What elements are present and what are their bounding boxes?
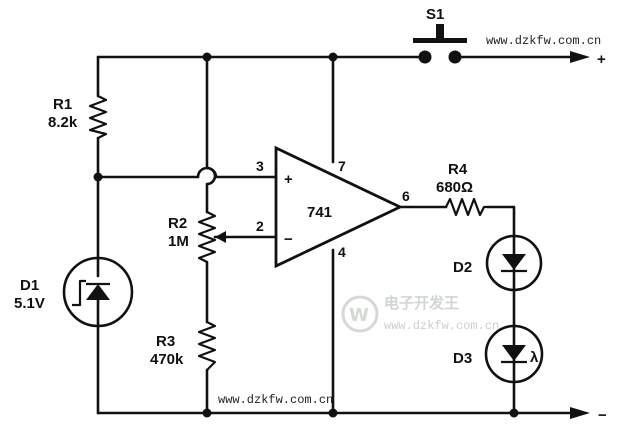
d1-value: 5.1V: [14, 295, 45, 312]
r4-value: 680Ω: [436, 179, 473, 196]
watermark-center-cn: 电子开发王: [384, 294, 459, 312]
led-d3: λ D3: [453, 324, 544, 384]
r1-value: 8.2k: [48, 114, 78, 131]
d1-ref: D1: [20, 277, 39, 294]
opamp-741: 741 + − 3 2 7 4 6: [256, 145, 410, 269]
d3-lambda-symbol: λ: [530, 349, 539, 366]
resistor-r3: R3 470k: [150, 321, 217, 371]
svg-text:−: −: [598, 407, 607, 424]
zener-d1: D1 5.1V: [14, 256, 134, 328]
positive-terminal: +: [570, 51, 606, 68]
r3-value: 470k: [150, 351, 184, 368]
pin-3-label: 3: [256, 158, 264, 174]
wires: [96, 55, 572, 415]
potentiometer-r2: R2 1M: [168, 211, 226, 263]
opamp-plus-sign: +: [284, 171, 293, 188]
svg-text:W: W: [349, 305, 369, 326]
negative-terminal: −: [570, 407, 607, 424]
svg-text:+: +: [597, 51, 606, 68]
watermark-center-url: www.dzkfw.com.cn: [384, 319, 499, 333]
junctions: [93, 52, 519, 418]
pin-7-label: 7: [338, 158, 346, 174]
r4-ref: R4: [448, 161, 468, 178]
opamp-minus-sign: −: [284, 231, 293, 248]
resistor-r4: R4 680Ω: [436, 161, 488, 217]
d3-ref: D3: [453, 350, 472, 367]
r3-ref: R3: [156, 333, 175, 350]
led-d2: D2: [453, 234, 543, 292]
watermark-bottom: www.dzkfw.com.cn: [218, 393, 333, 407]
opamp-name: 741: [307, 204, 332, 221]
watermark-top: www.dzkfw.com.cn: [486, 34, 601, 48]
d2-ref: D2: [453, 259, 472, 276]
switch-s1: S1: [413, 6, 467, 64]
r1-ref: R1: [53, 96, 72, 113]
pin-2-label: 2: [256, 218, 264, 234]
watermark-logo: W: [341, 295, 379, 333]
wire-pin3: [96, 166, 278, 179]
pin-4-label: 4: [338, 244, 346, 260]
r2-ref: R2: [168, 215, 187, 232]
pin-6-label: 6: [402, 188, 410, 204]
r2-value: 1M: [168, 233, 189, 250]
s1-label: S1: [426, 6, 444, 23]
resistor-r1: R1 8.2k: [48, 95, 108, 139]
